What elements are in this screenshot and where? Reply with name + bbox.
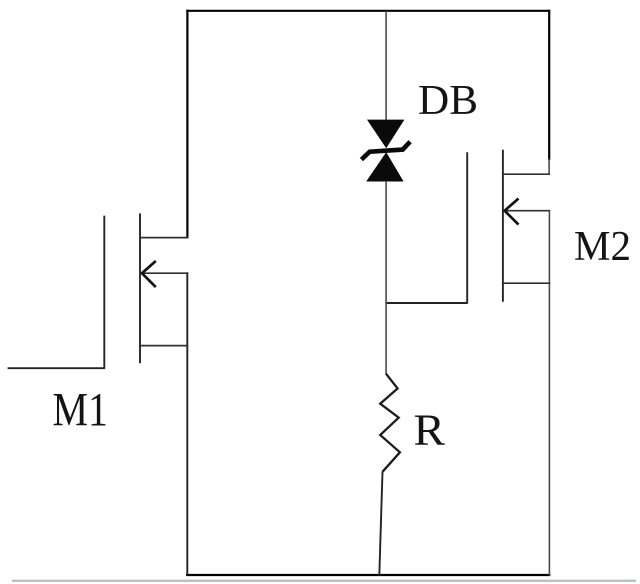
resistor-bottom-wire [378, 471, 384, 576]
resistor-r [378, 372, 402, 473]
m1-body-arrowhead [139, 259, 157, 289]
label-db: DB [418, 77, 478, 124]
transistor-m1 [7, 213, 189, 370]
m2-body-arrowhead [502, 197, 520, 226]
label-m2: M2 [574, 223, 631, 270]
net-top-rail [186, 9, 551, 239]
db-top-triangle [367, 119, 405, 149]
db-zener-bar [359, 140, 412, 162]
net-bottom-rail [186, 210, 551, 577]
label-r: R [414, 405, 446, 454]
label-m1: M1 [53, 383, 109, 436]
db-bottom-triangle [366, 152, 404, 182]
zener-diode-db [359, 119, 412, 374]
transistor-m2 [385, 149, 551, 304]
resistor-zigzag [378, 372, 402, 473]
